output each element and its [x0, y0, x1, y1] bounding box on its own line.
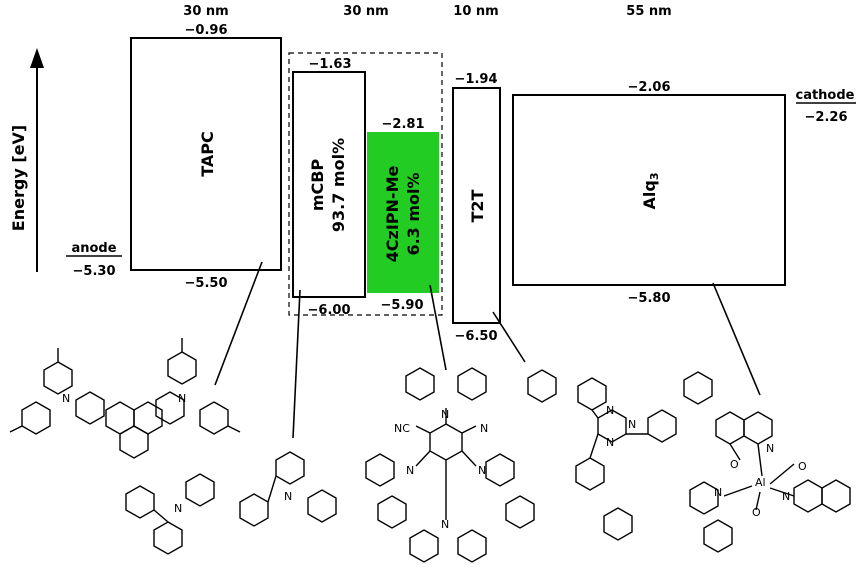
eml-dashed-box	[288, 52, 443, 316]
tapc-n-left: N	[62, 392, 70, 405]
dopant-cn-left: NC	[394, 422, 410, 435]
anode-level: anode −5.30	[66, 241, 122, 279]
mcbp-layer: −1.63 mCBP 93.7 mol% −6.00	[292, 57, 366, 318]
thickness-t2t: 10 nm	[453, 4, 498, 19]
cathode-value: −2.26	[805, 110, 848, 125]
t2t-n-3: N	[606, 436, 614, 449]
mcbp-name: mCBP	[308, 159, 327, 212]
alq3-name: Alq3	[640, 173, 661, 210]
cathode-name: cathode	[795, 88, 854, 103]
dopant-n-left: N	[406, 464, 414, 477]
alq3-name-main: Alq	[640, 180, 659, 209]
alq3-structure	[689, 411, 851, 553]
anode-value: −5.30	[73, 264, 116, 279]
alq3-box	[512, 94, 786, 286]
tapc-lumo: −0.96	[185, 23, 228, 38]
cathode-level: cathode −2.26	[795, 88, 856, 125]
dopant-name: 4CzIPN-Me	[383, 166, 402, 263]
alq3-o-1: O	[730, 458, 739, 471]
mcbp-n-left: N	[174, 502, 182, 515]
dopant-box	[367, 132, 439, 293]
alq3-layer: −2.06 Alq3 −5.80	[512, 80, 786, 306]
mcbp-structure	[125, 451, 337, 555]
t2t-homo: −6.50	[455, 329, 498, 344]
t2t-n-1: N	[606, 404, 614, 417]
tapc-name: TAPC	[198, 131, 217, 177]
tapc-n-right: N	[178, 392, 186, 405]
t2t-n-2: N	[628, 418, 636, 431]
mcbp-box	[292, 71, 366, 298]
arrow-up-icon	[30, 48, 44, 68]
dopant-homo: −5.90	[381, 298, 424, 313]
tapc-structure	[9, 338, 241, 459]
tapc-box	[130, 37, 282, 271]
mcbp-homo: −6.00	[308, 303, 351, 318]
alq3-n-1: N	[766, 442, 774, 455]
t2t-lumo: −1.94	[455, 72, 498, 87]
dopant-n-bottom: N	[441, 518, 449, 531]
thickness-alq3: 55 nm	[626, 4, 671, 19]
mcbp-n-right: N	[284, 490, 292, 503]
dopant-structure	[365, 367, 535, 563]
mcbp-lumo: −1.63	[309, 57, 352, 72]
dopant-cn-right: N	[480, 422, 488, 435]
thickness-tapc: 30 nm	[183, 4, 228, 19]
dopant-layer: −2.81 4CzIPN-Me 6.3 mol% −5.90	[367, 117, 439, 313]
leader-lines	[214, 261, 761, 439]
t2t-box	[452, 87, 501, 324]
t2t-structure	[527, 369, 713, 541]
alq3-n-2: N	[714, 486, 722, 499]
dopant-n-right: N	[478, 464, 486, 477]
axis-label: Energy [eV]	[9, 125, 28, 231]
alq3-al: Al	[755, 476, 766, 489]
alq3-o-2: O	[798, 460, 807, 473]
t2t-layer: −1.94 T2T −6.50	[452, 72, 501, 344]
thickness-eml: 30 nm	[343, 4, 388, 19]
alq3-n-3: N	[782, 490, 790, 503]
mcbp-fraction: 93.7 mol%	[329, 138, 348, 232]
dopant-fraction: 6.3 mol%	[404, 172, 423, 255]
dopant-lumo: −2.81	[382, 117, 425, 132]
tapc-layer: −0.96 TAPC −5.50	[130, 23, 282, 291]
tapc-homo: −5.50	[185, 276, 228, 291]
dopant-n-top: N	[441, 408, 449, 421]
anode-name: anode	[71, 241, 116, 256]
alq3-name-sub: 3	[648, 173, 661, 181]
alq3-homo: −5.80	[628, 291, 671, 306]
t2t-name: T2T	[468, 189, 487, 222]
alq3-lumo: −2.06	[628, 80, 671, 95]
energy-axis: Energy [eV]	[9, 48, 44, 272]
alq3-o-3: O	[752, 506, 761, 519]
